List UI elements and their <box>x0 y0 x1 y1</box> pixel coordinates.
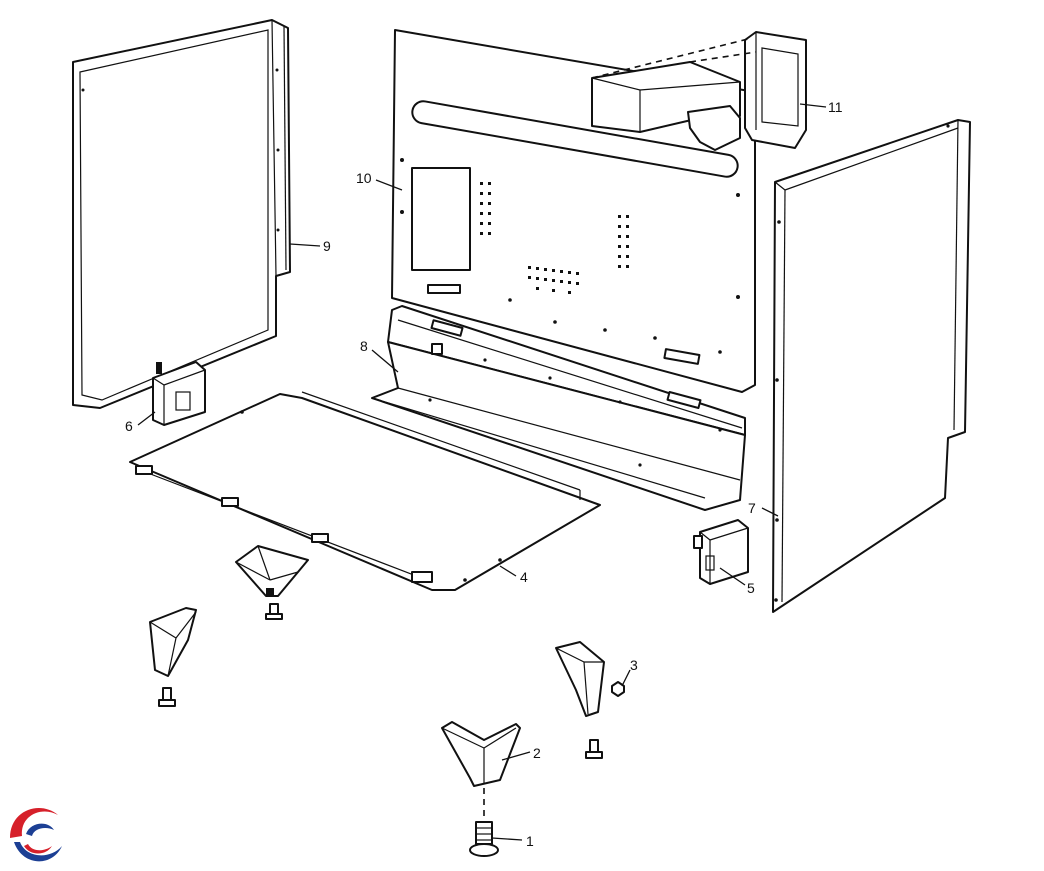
callout-8: 8 <box>360 338 368 354</box>
part-5-right-bracket <box>693 519 749 585</box>
callout-1: 1 <box>526 833 534 849</box>
leader-lines <box>137 103 827 841</box>
callout-10: 10 <box>356 170 372 186</box>
part-7-right-side-panel <box>772 119 971 613</box>
brand-swirl-logo <box>3 807 63 867</box>
callout-11: 11 <box>828 99 843 115</box>
part-6-left-bracket <box>152 361 206 426</box>
callout-6: 6 <box>125 418 133 434</box>
part-8-front-rail <box>371 305 746 511</box>
part-2-leg <box>441 721 521 787</box>
callout-9: 9 <box>323 238 331 254</box>
rear-panel-module <box>591 61 741 151</box>
callout-7: 7 <box>748 500 756 516</box>
assembly-line-11 <box>591 37 753 79</box>
vent-holes-group-c <box>528 266 579 294</box>
callout-labels: 1 2 3 4 5 6 7 8 9 10 11 <box>125 99 843 849</box>
vent-holes-group-b <box>618 215 629 268</box>
callout-2: 2 <box>533 745 541 761</box>
assembly-line-11b <box>689 51 757 63</box>
part-11-rear-cover <box>744 31 807 149</box>
part-1-leveling-foot <box>469 821 499 857</box>
vent-holes-group-a <box>480 182 491 235</box>
part-9-left-side-panel <box>72 19 291 409</box>
leg-right <box>555 641 605 759</box>
part-3-nut <box>611 681 625 697</box>
part-4-base-plate <box>129 391 601 591</box>
callout-3: 3 <box>630 657 638 673</box>
callout-4: 4 <box>520 569 528 585</box>
callout-5: 5 <box>747 580 755 596</box>
leg-far-left <box>149 607 197 707</box>
leg-center-left <box>235 545 309 620</box>
